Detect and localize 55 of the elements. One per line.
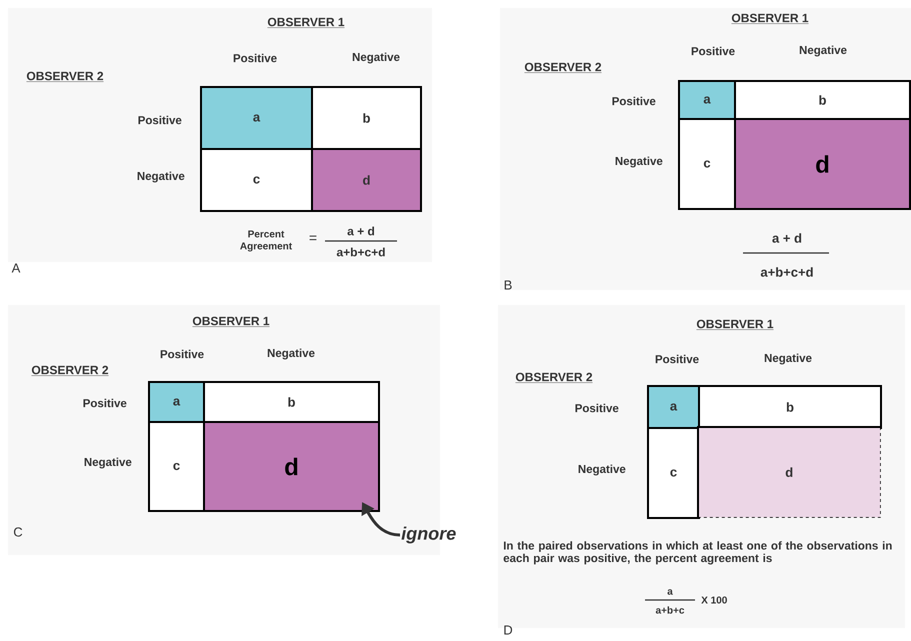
observer-heading: OBSERVER 2 [31,366,109,376]
formula-label: Percent Agreement [240,230,292,252]
row-header: Negative [578,464,626,476]
observer-heading: OBSERVER 2 [26,72,104,82]
table-cell: a [148,381,205,423]
table-cell: d [734,118,911,210]
column-header: Negative [352,52,400,64]
column-header: Positive [692,46,735,56]
column-header: Negative [764,354,812,364]
observer-heading: OBSERVER 2 [524,62,602,73]
table-cell: c [148,421,205,512]
table-cell: b [311,86,422,150]
formula-denominator: a+b+c+d [336,248,385,256]
table-cell: d [311,148,422,212]
table-cell: b [734,80,911,120]
formula-factor: X 100 [701,596,727,604]
row-header: Positive [83,398,126,408]
row-header: Positive [138,116,182,124]
column-header: Positive [160,350,204,358]
table-cell: b [698,385,882,429]
panel-letter: B [504,280,512,290]
table-cell: d [203,421,380,512]
table-cell: a [678,80,736,120]
column-header: Negative [800,46,847,56]
table-cell: a [647,385,700,429]
table-cell: c [200,148,313,212]
formula-denominator: a+b+c+d [760,267,813,277]
equals-sign: = [310,236,316,240]
table-cell: c [647,427,700,519]
observer-heading: OBSERVER 1 [696,320,774,330]
row-header: Negative [84,458,132,468]
observer-heading: OBSERVER 1 [731,14,809,24]
column-header: Negative [268,348,315,360]
panel-letter: C [14,527,22,537]
description-text: In the paired observations in which at least one of the observations in each pair was positive, the percent agreement is [504,541,892,564]
callout-text: ignore [402,526,456,544]
observer-heading: OBSERVER 2 [515,372,593,383]
observer-heading: OBSERVER 1 [192,316,270,327]
panel-letter: D [504,626,512,634]
row-header: Negative [616,156,662,168]
table-cell: b [203,381,380,423]
row-header: Positive [575,404,618,412]
panel-letter: A [12,264,20,272]
formula-numerator: a + d [348,226,374,236]
formula-numerator: a [668,589,673,595]
observer-heading: OBSERVER 1 [267,18,345,28]
row-header: Negative [138,172,184,182]
column-header: Positive [656,354,699,364]
row-header: Positive [612,96,656,106]
table-cell: a [200,86,313,150]
formula-numerator: a + d [772,233,802,243]
table-cell: c [678,118,736,210]
formula-denominator: a+b+c [656,606,684,614]
table-cell: d [697,426,881,518]
column-header: Positive [234,54,277,62]
